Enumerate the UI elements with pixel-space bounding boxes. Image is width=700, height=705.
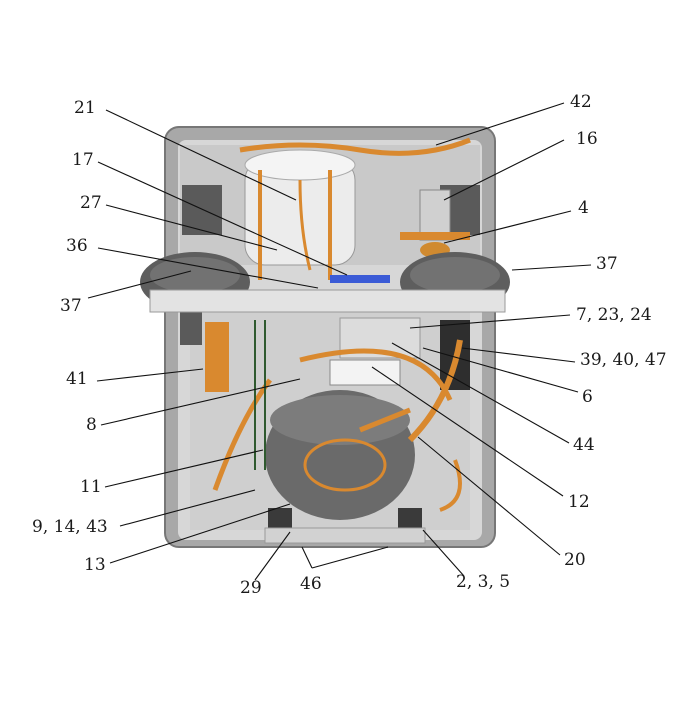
leader-6 (422, 347, 579, 393)
leader-44 (391, 342, 570, 444)
valve-copper (400, 232, 470, 240)
leader-36 (97, 247, 319, 289)
leader-7-23-24 (409, 314, 571, 329)
callout-41: 41 (66, 369, 88, 389)
left-pan-rim (150, 257, 240, 293)
leader-39-40-47 (461, 347, 576, 363)
copper-coil (303, 438, 387, 492)
leader-46-b (311, 546, 389, 569)
blue-component (330, 275, 390, 283)
callout-46: 46 (300, 574, 322, 594)
leader-17 (97, 161, 348, 276)
copper-line-right (299, 348, 453, 401)
leader-27 (105, 204, 278, 251)
leader-16 (443, 139, 565, 201)
leader-8 (100, 378, 301, 426)
leader-2-3-5 (422, 529, 465, 577)
wires (254, 320, 266, 470)
vertical-copper-line-3 (298, 179, 312, 271)
copper-lower-loop (439, 459, 462, 512)
callout-20: 20 (564, 550, 586, 570)
callout-11: 11 (80, 477, 102, 497)
leader-21 (105, 109, 297, 201)
leader-41 (96, 368, 204, 382)
right-pan-rim (410, 257, 500, 293)
left-bracket (182, 185, 222, 235)
leader-20 (417, 436, 561, 556)
callout-9-14-43: 9, 14, 43 (32, 517, 108, 537)
valve-body (419, 189, 451, 241)
callout-29: 29 (240, 578, 262, 598)
callout-6: 6 (582, 387, 593, 407)
leader-37-right (511, 264, 592, 271)
callout-37-right: 37 (596, 254, 618, 274)
callout-12: 12 (568, 492, 590, 512)
callout-2-3-5: 2, 3, 5 (456, 572, 511, 592)
callout-36: 36 (66, 236, 88, 256)
leader-4 (443, 210, 572, 244)
callout-13: 13 (84, 555, 106, 575)
callout-4: 4 (578, 198, 589, 218)
relay-block (329, 359, 401, 386)
copper-vertical-right (407, 339, 463, 443)
leader-46-a (301, 546, 313, 569)
callout-8: 8 (86, 415, 97, 435)
callout-16: 16 (576, 129, 598, 149)
top-copper-line (239, 137, 471, 156)
left-lower-bracket (180, 310, 202, 345)
callout-44: 44 (573, 435, 595, 455)
callout-42: 42 (570, 92, 592, 112)
crossbar (149, 289, 506, 313)
leader-37-left (87, 270, 192, 299)
leader-13 (109, 503, 291, 564)
compressor-dome (270, 395, 410, 445)
leader-29 (254, 531, 291, 581)
base-plate (264, 527, 426, 544)
callout-21: 21 (74, 98, 96, 118)
leader-12 (371, 366, 564, 497)
copper-stub (359, 407, 411, 433)
callout-7-23-24: 7, 23, 24 (576, 305, 652, 325)
copper-cylinder (205, 322, 229, 392)
callout-17: 17 (72, 150, 94, 170)
leader-42 (435, 102, 565, 146)
callout-37-left: 37 (60, 296, 82, 316)
callout-27: 27 (80, 193, 102, 213)
callout-39-40-47: 39, 40, 47 (580, 350, 667, 370)
leader-9-14-43 (119, 489, 256, 527)
copper-line-left (212, 378, 273, 491)
leader-11 (104, 449, 264, 488)
